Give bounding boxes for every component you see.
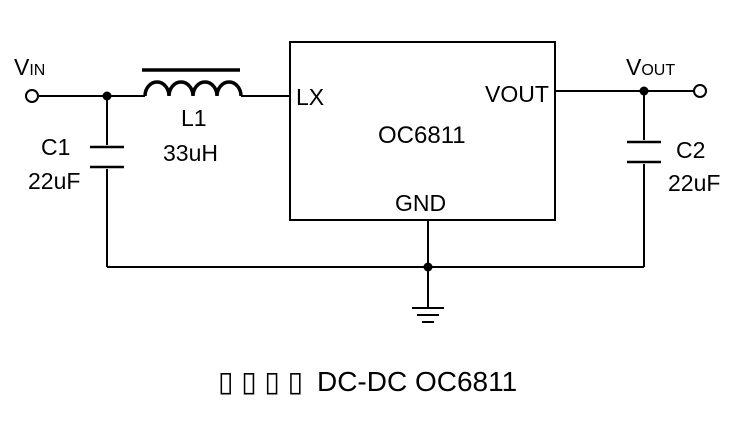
pin-label-vout: VOUT [485,81,549,107]
label-vout-main: V [626,54,642,80]
label-l1-value: 33uH [163,140,218,166]
label-c2-name: C2 [676,137,705,163]
label-vout-sub: OUT [641,62,675,79]
label-c1-name: C1 [41,134,70,160]
caption-unrendered-glyphs: ▯ ▯ ▯ ▯ [218,366,303,397]
pin-label-gnd: GND [395,190,446,216]
label-vout: VOUT [626,54,675,80]
inductor-l1-coil [143,80,243,97]
caption-text: DC-DC OC6811 [317,366,517,397]
label-c1-value: 22uF [28,168,80,194]
caption: ▯ ▯ ▯ ▯ DC-DC OC6811 [218,366,517,397]
junction-gnd [423,262,433,272]
label-vin: VIN [14,54,45,80]
chip-name: OC6811 [378,122,466,149]
label-vin-main: V [14,54,30,80]
label-c2-value: 22uF [668,170,720,196]
vin-terminal [25,89,39,103]
label-vin-sub: IN [29,62,45,79]
label-l1-name: L1 [181,105,207,131]
vout-terminal [693,84,707,98]
pin-label-lx: LX [296,84,324,110]
ic-oc6811-box [289,41,556,221]
